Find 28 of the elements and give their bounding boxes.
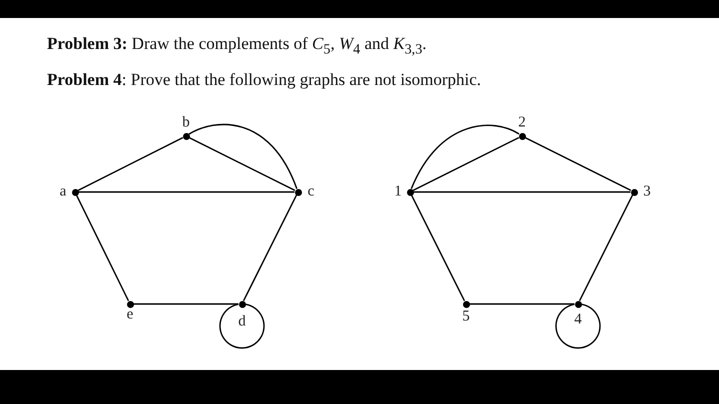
- vertex-label: b: [182, 116, 190, 130]
- graph-edge: [470, 303, 574, 305]
- vertex-label: 5: [462, 310, 470, 324]
- vertex-label: e: [126, 308, 134, 322]
- vertex-label: 3: [643, 184, 651, 200]
- graph-edge: [188, 124, 298, 189]
- vertex-label: 1: [394, 184, 402, 200]
- graph-edge: [188, 136, 296, 192]
- graph-edge: [524, 136, 632, 192]
- problem-statement: Problem 4: Prove that the following graphs are not isomorphic.: [47, 70, 482, 90]
- graph-edge: [242, 194, 298, 302]
- vertex-label: a: [60, 184, 66, 200]
- problem-statement: Problem 3: Draw the complements of C$_{5}$, W$_{4}$ and K$_{3,3}$.: [47, 34, 427, 58]
- graph-edge: [412, 136, 520, 192]
- graph-edge: [76, 194, 130, 302]
- graph-edge: [578, 194, 634, 302]
- vertex-label: 2: [518, 116, 526, 130]
- graph-edge: [78, 136, 184, 192]
- graph-edge: [410, 194, 466, 302]
- graph-edge: [410, 124, 520, 190]
- vertex-label: d: [238, 314, 246, 330]
- vertex-label: 4: [574, 312, 582, 328]
- graph-edge: [414, 191, 630, 193]
- graph-edge: [134, 303, 238, 305]
- loop-edge: [555, 304, 601, 349]
- loop-edge: [219, 304, 265, 349]
- vertex-label: c: [308, 184, 314, 200]
- graph-edge: [78, 191, 294, 193]
